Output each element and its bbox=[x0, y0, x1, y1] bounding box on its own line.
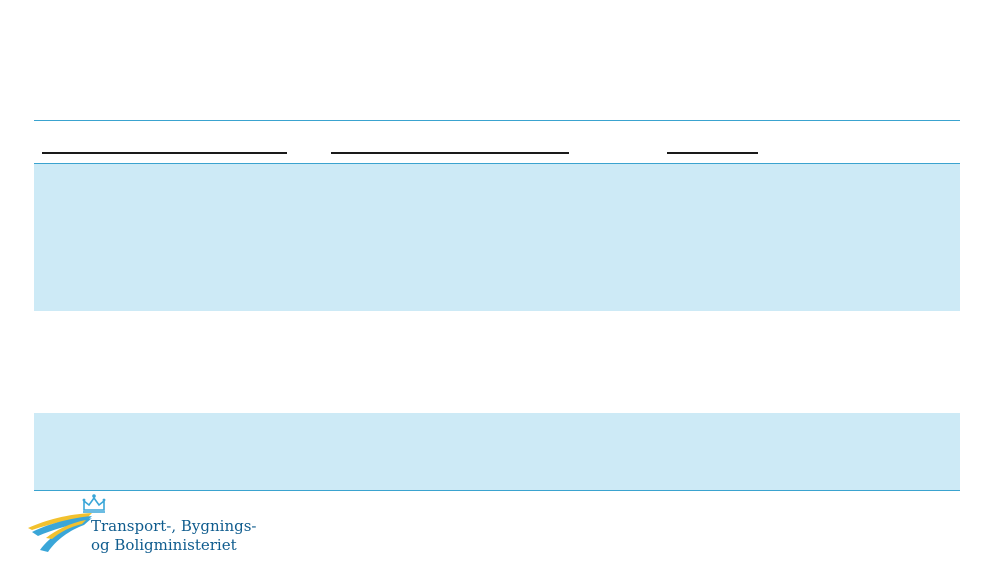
ministry-name-line-1: Transport-, Bygnings- bbox=[91, 517, 257, 535]
ministry-name-line-2: og Boligministeriet bbox=[91, 536, 237, 554]
table-top-rule bbox=[34, 120, 960, 121]
table-bottom-rule bbox=[34, 490, 960, 491]
table-row-shaded-1 bbox=[34, 164, 960, 311]
ministry-logo: Transport-, Bygnings- og Boligministerie… bbox=[26, 492, 266, 556]
column-header-underline-3 bbox=[667, 152, 758, 154]
column-header-underline-2 bbox=[331, 152, 569, 154]
table-row-shaded-2 bbox=[34, 413, 960, 490]
header-bottom-rule bbox=[34, 163, 960, 164]
ministry-name: Transport-, Bygnings- og Boligministerie… bbox=[91, 517, 257, 555]
crown-ribbons-icon bbox=[28, 494, 106, 552]
column-header-underline-1 bbox=[42, 152, 287, 154]
